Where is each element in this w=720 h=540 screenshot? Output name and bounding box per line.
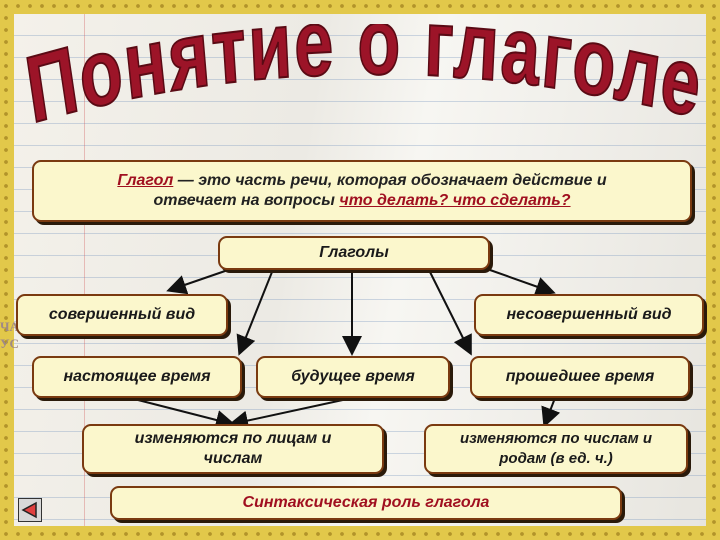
syntax-role-box: Синтаксическая роль глагола xyxy=(110,486,622,520)
changes-label: родам (в ед. ч.) xyxy=(499,450,613,467)
aspect-perfective: совершенный вид xyxy=(16,294,228,336)
changes-persons-numbers: изменяются по лицам и числам xyxy=(82,424,384,474)
back-button[interactable] xyxy=(18,498,42,522)
arrow xyxy=(489,269,556,297)
arrow xyxy=(429,271,472,356)
definition-text: отвечает на вопросы xyxy=(153,192,340,209)
arrow xyxy=(541,397,561,428)
arrow xyxy=(137,399,236,430)
tense-past: прошедшее время xyxy=(470,356,690,398)
changes-numbers-genders: изменяются по числам и родам (в ед. ч.) xyxy=(424,424,688,474)
margin-line xyxy=(84,14,85,526)
triangle-left-icon xyxy=(21,501,37,519)
background-text-line: ЧА xyxy=(0,319,19,334)
tense-label: настоящее время xyxy=(63,368,211,385)
definition-line-1: Глагол — это часть речи, которая обознач… xyxy=(117,171,606,191)
definition-line-2: отвечает на вопросы что делать? что сдел… xyxy=(153,191,570,211)
tense-label: прошедшее время xyxy=(505,368,655,385)
arrow xyxy=(166,269,229,295)
background-text: ЧА УС xyxy=(0,318,19,352)
aspect-imperfective: несовершенный вид xyxy=(474,294,704,336)
changes-label: числам xyxy=(203,450,263,467)
definition-questions: что делать? что сделать? xyxy=(339,192,571,209)
aspect-label: совершенный вид xyxy=(48,306,196,323)
arrow xyxy=(228,397,353,431)
definition-box: Глагол — это часть речи, которая обознач… xyxy=(32,160,692,222)
aspect-label: несовершенный вид xyxy=(506,306,672,323)
page-title: Понятие о глаголе xyxy=(19,24,709,144)
background-text-line: УС xyxy=(0,336,19,351)
arrow xyxy=(236,271,273,356)
definition-text: — это часть речи, которая обозначает дей… xyxy=(173,172,607,189)
root-label: Глаголы xyxy=(319,244,389,261)
definition-term: Глагол xyxy=(117,172,174,189)
tense-present: настоящее время xyxy=(32,356,242,398)
root-node: Глаголы xyxy=(218,236,490,270)
changes-label: изменяются по числам и xyxy=(459,430,653,447)
tense-label: будущее время xyxy=(291,368,415,385)
changes-label: изменяются по лицам и xyxy=(134,430,332,447)
syntax-label: Синтаксическая роль глагола xyxy=(242,494,490,511)
tense-future: будущее время xyxy=(256,356,450,398)
